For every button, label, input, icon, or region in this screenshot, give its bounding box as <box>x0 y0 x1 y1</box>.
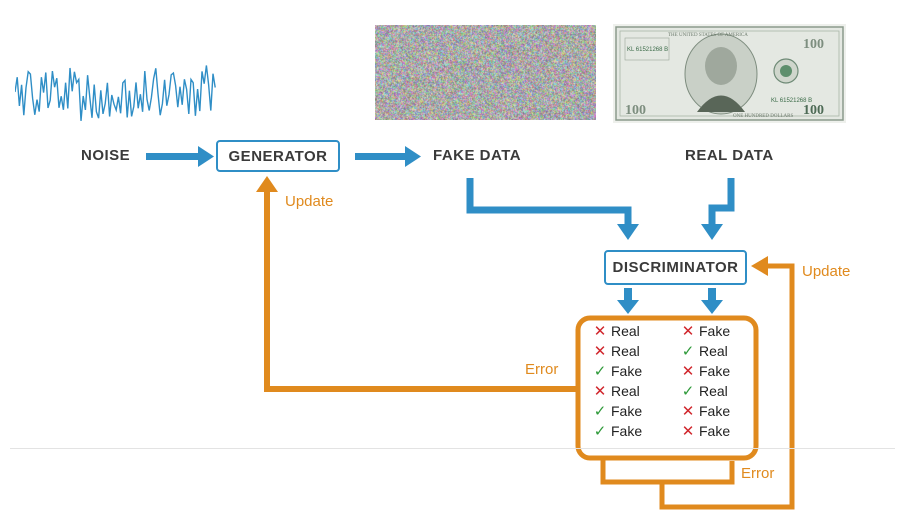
update-generator-label: Update <box>285 193 334 210</box>
error-discriminator-label: Error <box>741 465 775 482</box>
result-label: Real <box>699 343 728 359</box>
hundred-dollar-bill-image: KL 61521268 B KL 61521268 B 100 100 100 … <box>613 24 846 123</box>
arrowhead-fake-discriminator <box>617 224 639 240</box>
generator-feedback-loop <box>264 190 580 392</box>
cross-icon: ✕ <box>681 403 695 420</box>
static-noise-image <box>375 25 596 120</box>
result-row: ✕Fake <box>680 401 730 421</box>
result-label: Fake <box>699 403 731 419</box>
check-icon: ✓ <box>681 343 695 360</box>
noise-label: NOISE <box>81 147 131 164</box>
result-row: ✓Fake <box>592 401 642 421</box>
result-label: Real <box>699 383 728 399</box>
bill-denomination-top: 100 <box>803 37 824 52</box>
arrowhead-results-right <box>701 300 723 314</box>
arrowhead-noise-generator <box>198 146 214 167</box>
bill-denomination-left: 100 <box>625 103 646 118</box>
result-row: ✓Real <box>680 341 728 361</box>
result-row: ✕Real <box>592 381 640 401</box>
result-row: ✕Fake <box>680 321 730 341</box>
result-row: ✕Real <box>592 341 640 361</box>
result-label: Fake <box>699 363 731 379</box>
waveform-icon <box>15 65 216 121</box>
check-icon: ✓ <box>593 363 607 380</box>
error-generator-label: Error <box>525 361 559 378</box>
result-row: ✕Fake <box>680 361 730 381</box>
cross-icon: ✕ <box>593 343 607 360</box>
arrowhead-results-left <box>617 300 639 314</box>
divider-line <box>10 448 895 449</box>
result-row: ✓Fake <box>592 421 642 441</box>
bill-footer-text: ONE HUNDRED DOLLARS <box>733 114 793 119</box>
arrow-fake-to-discriminator <box>466 178 632 226</box>
cross-icon: ✕ <box>681 423 695 440</box>
result-row: ✓Real <box>680 381 728 401</box>
result-label: Fake <box>611 403 643 419</box>
arrowhead-update-discriminator <box>751 256 768 276</box>
result-row: ✕Real <box>592 321 640 341</box>
cross-icon: ✕ <box>681 323 695 340</box>
bill-denomination-bottom: 100 <box>803 103 824 118</box>
real-data-label: REAL DATA <box>685 147 774 164</box>
stacked-batch-frames <box>600 263 795 510</box>
arrow-real-to-discriminator <box>708 178 735 226</box>
fake-data-label: FAKE DATA <box>433 147 522 164</box>
arrow-noise-to-generator <box>146 153 200 160</box>
result-label: Real <box>611 323 640 339</box>
update-discriminator-label: Update <box>802 263 851 280</box>
check-icon: ✓ <box>593 423 607 440</box>
check-icon: ✓ <box>593 403 607 420</box>
result-label: Fake <box>611 423 643 439</box>
check-icon: ✓ <box>681 383 695 400</box>
arrow-disc-to-results-right <box>708 288 716 302</box>
cross-icon: ✕ <box>593 383 607 400</box>
result-label: Fake <box>699 423 731 439</box>
result-label: Fake <box>611 363 643 379</box>
blue-arrows <box>146 146 421 167</box>
result-row: ✓Fake <box>592 361 642 381</box>
result-label: Real <box>611 343 640 359</box>
result-row: ✕Fake <box>680 421 730 441</box>
arrowhead-generator-fake <box>405 146 421 167</box>
bill-serial-bottom: KL 61521268 B <box>771 98 812 104</box>
results-box <box>575 315 759 461</box>
discriminator-node: DISCRIMINATOR <box>604 250 747 285</box>
cross-icon: ✕ <box>681 363 695 380</box>
bill-serial-top: KL 61521268 B <box>627 47 668 53</box>
bill-header-text: THE UNITED STATES OF AMERICA <box>668 33 748 38</box>
cross-icon: ✕ <box>593 323 607 340</box>
result-label: Real <box>611 383 640 399</box>
result-label: Fake <box>699 323 731 339</box>
generator-node: GENERATOR <box>216 140 340 172</box>
arrow-disc-to-results-left <box>624 288 632 302</box>
arrow-generator-to-fake <box>355 153 407 160</box>
arrowhead-real-discriminator <box>701 224 723 240</box>
arrowhead-update-generator <box>256 176 278 192</box>
